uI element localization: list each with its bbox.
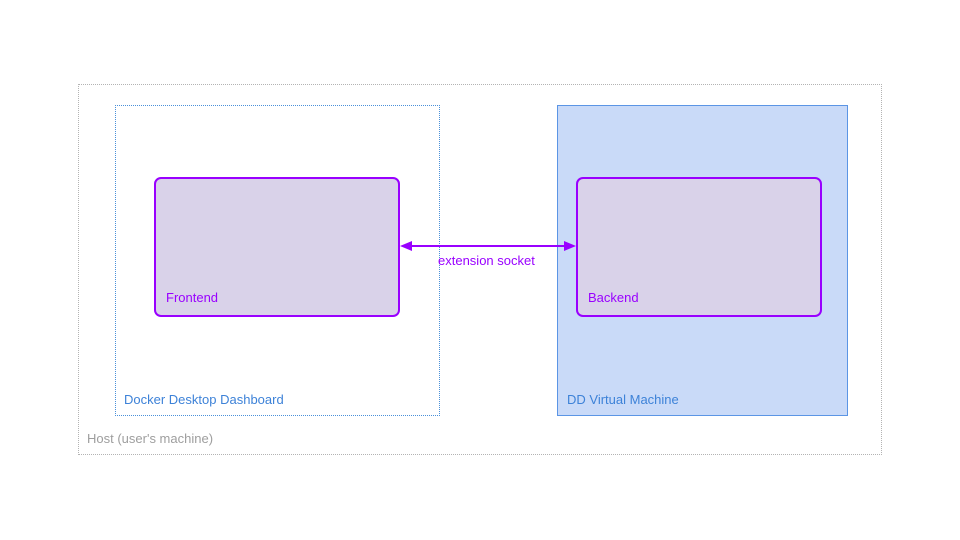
backend-label: Backend — [588, 290, 639, 305]
docker-desktop-dashboard-container — [115, 105, 440, 416]
arrow-head-right — [564, 241, 576, 251]
dashboard-label: Docker Desktop Dashboard — [124, 392, 284, 407]
frontend-label: Frontend — [166, 290, 219, 305]
frontend-box — [154, 177, 400, 317]
host-label: Host (user's machine) — [87, 431, 214, 446]
extension-socket-label: extension socket — [438, 253, 535, 268]
host-container — [78, 84, 882, 455]
backend-box — [576, 177, 822, 317]
arrow-head-left — [400, 241, 412, 251]
vm-label: DD Virtual Machine — [567, 392, 679, 407]
